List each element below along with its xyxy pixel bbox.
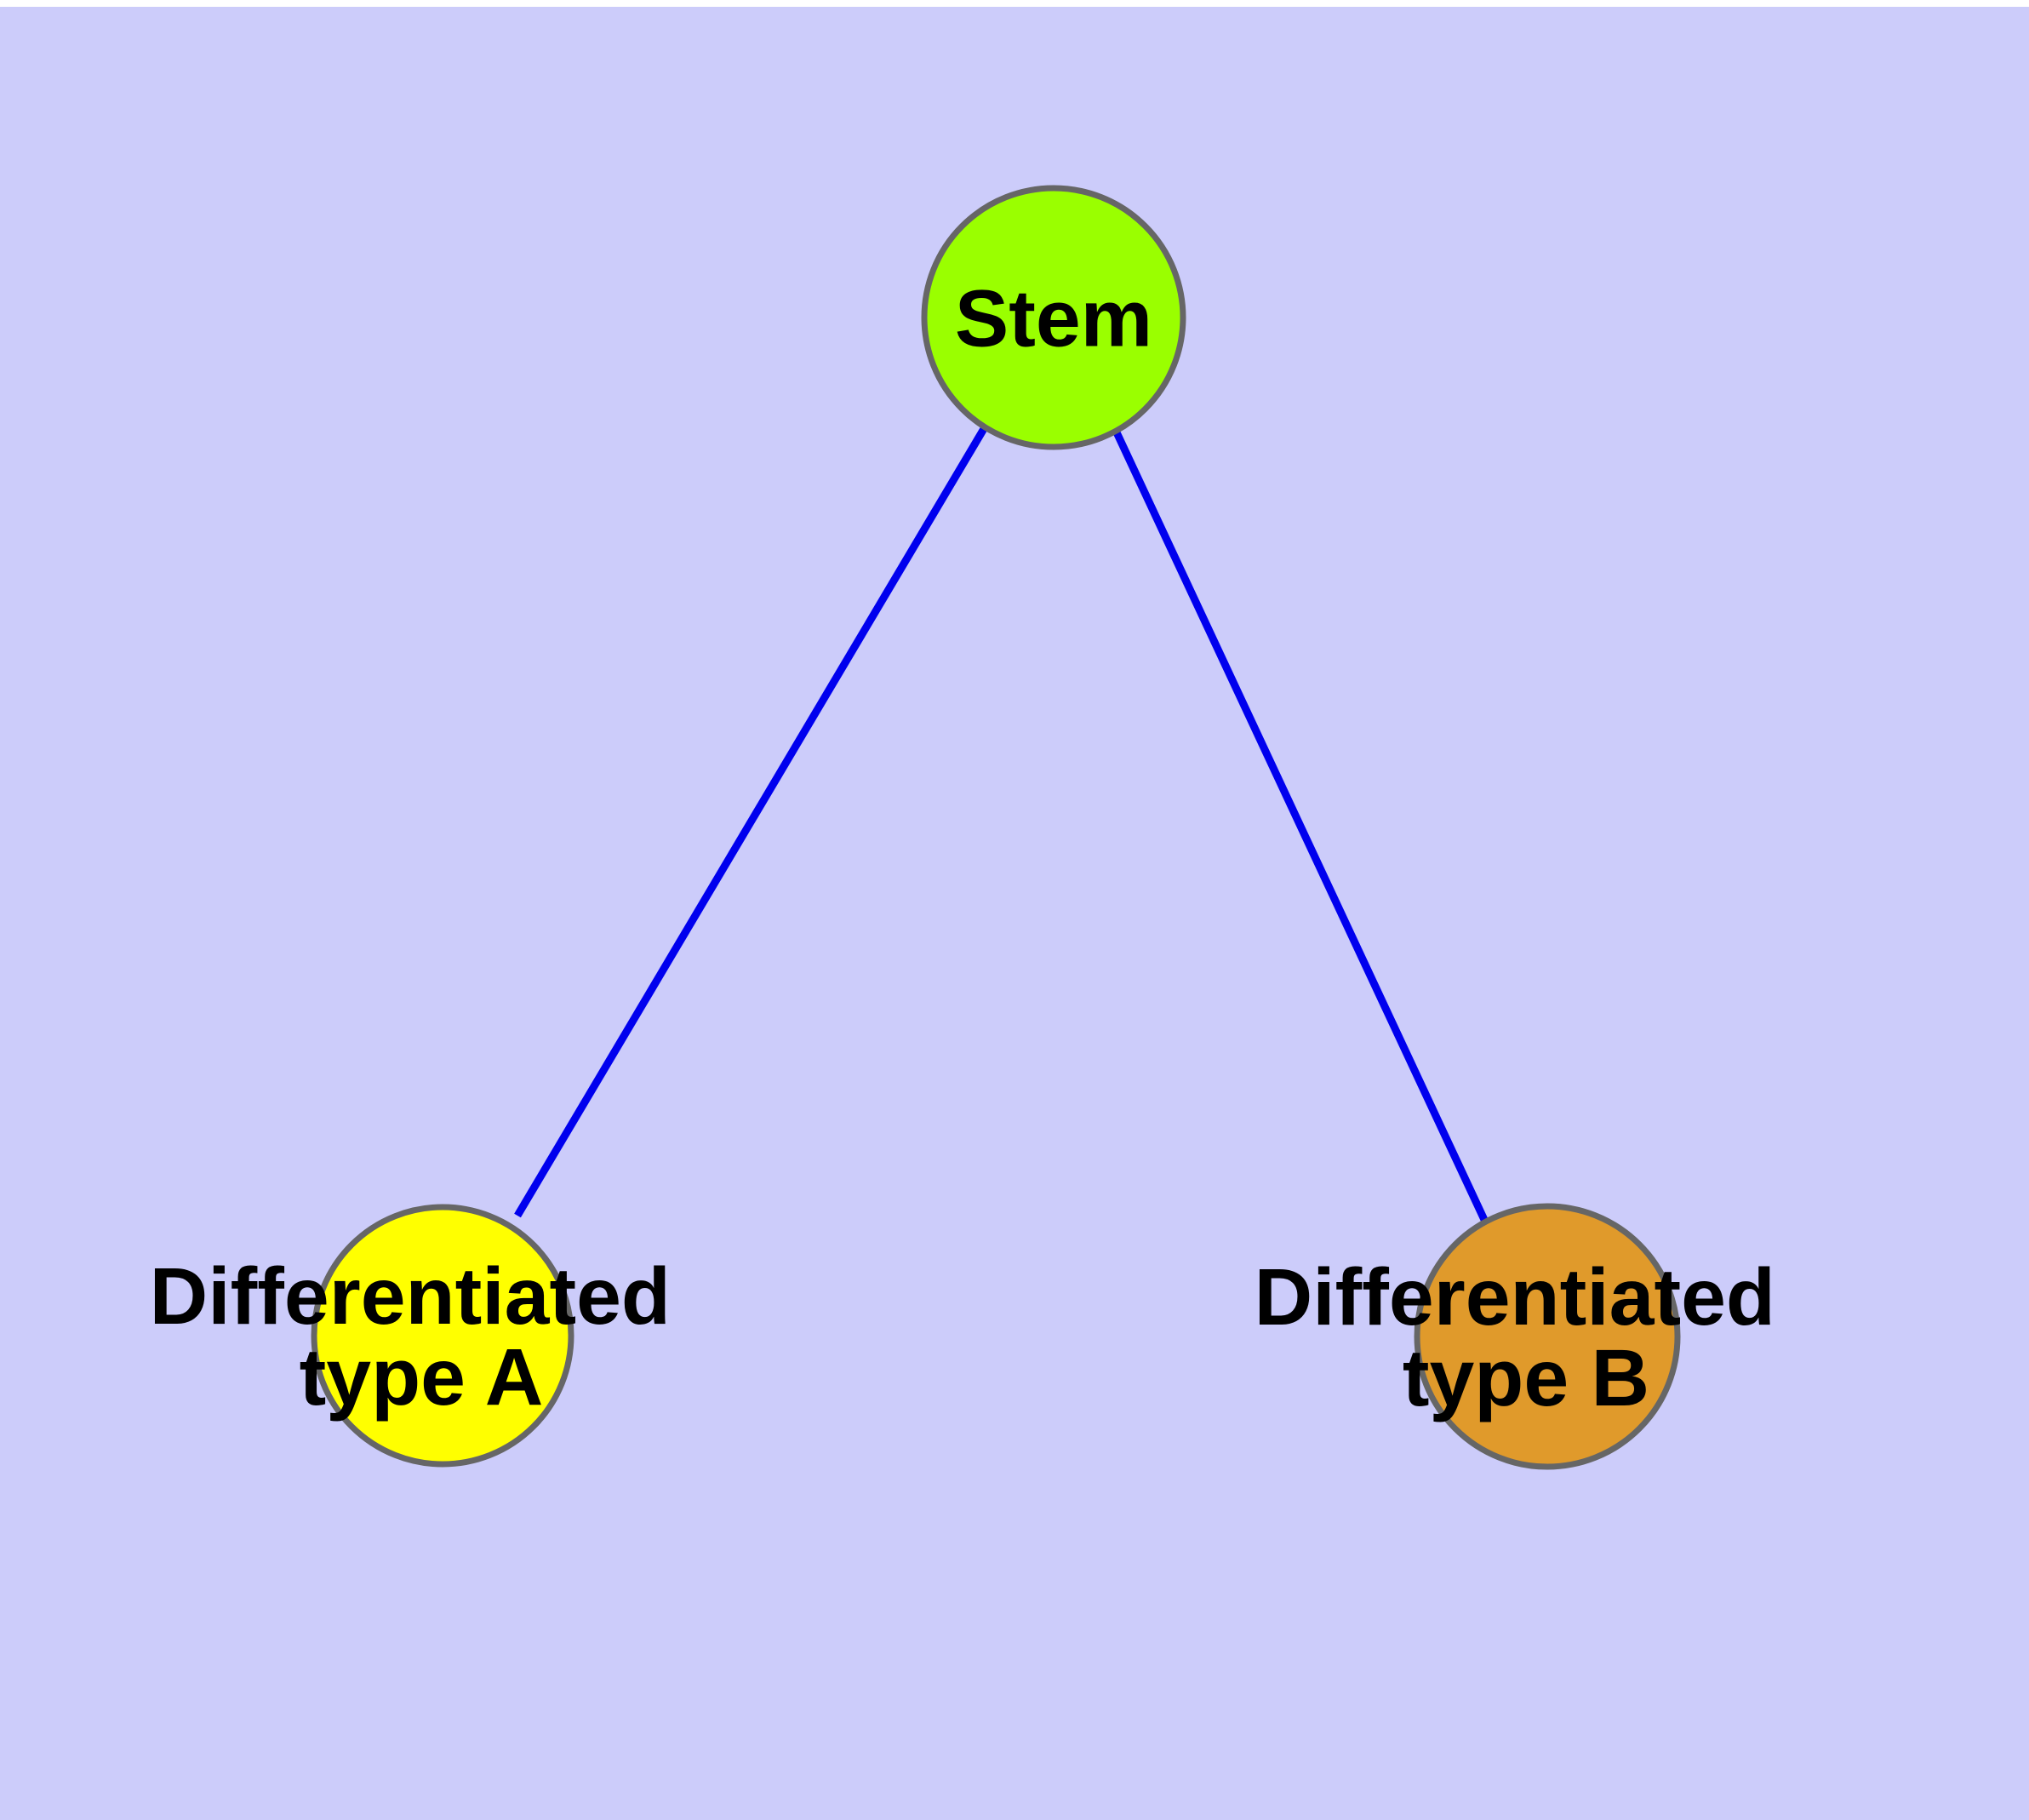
- edge-layer: [514, 425, 1489, 1223]
- edge-stem-to-differentiated-type-b[interactable]: [1112, 431, 1489, 1223]
- node-differentiated-type-b[interactable]: [1414, 1203, 1681, 1470]
- node-label-b-line-1: Differentiated: [1255, 1252, 1775, 1342]
- node-differentiated-type-a[interactable]: [311, 1204, 574, 1468]
- node-stem[interactable]: [921, 185, 1186, 450]
- node-label-differentiated-type-b: Differentiated type B: [1255, 1252, 1798, 1423]
- node-label-stem: Stem: [955, 273, 1152, 363]
- edge-stem-to-differentiated-type-a[interactable]: [514, 425, 988, 1218]
- node-layer: [311, 185, 1681, 1470]
- node-label-differentiated-type-a: Differentiated type A: [150, 1251, 694, 1422]
- node-label-stem-line-1: Stem: [955, 273, 1152, 363]
- node-label-a-line-2: type A: [300, 1332, 544, 1422]
- node-label-b-line-2: type B: [1403, 1333, 1649, 1423]
- node-label-a-line-1: Differentiated: [150, 1251, 671, 1342]
- label-layer: Stem Differentiated type A Differentiate…: [150, 273, 1798, 1423]
